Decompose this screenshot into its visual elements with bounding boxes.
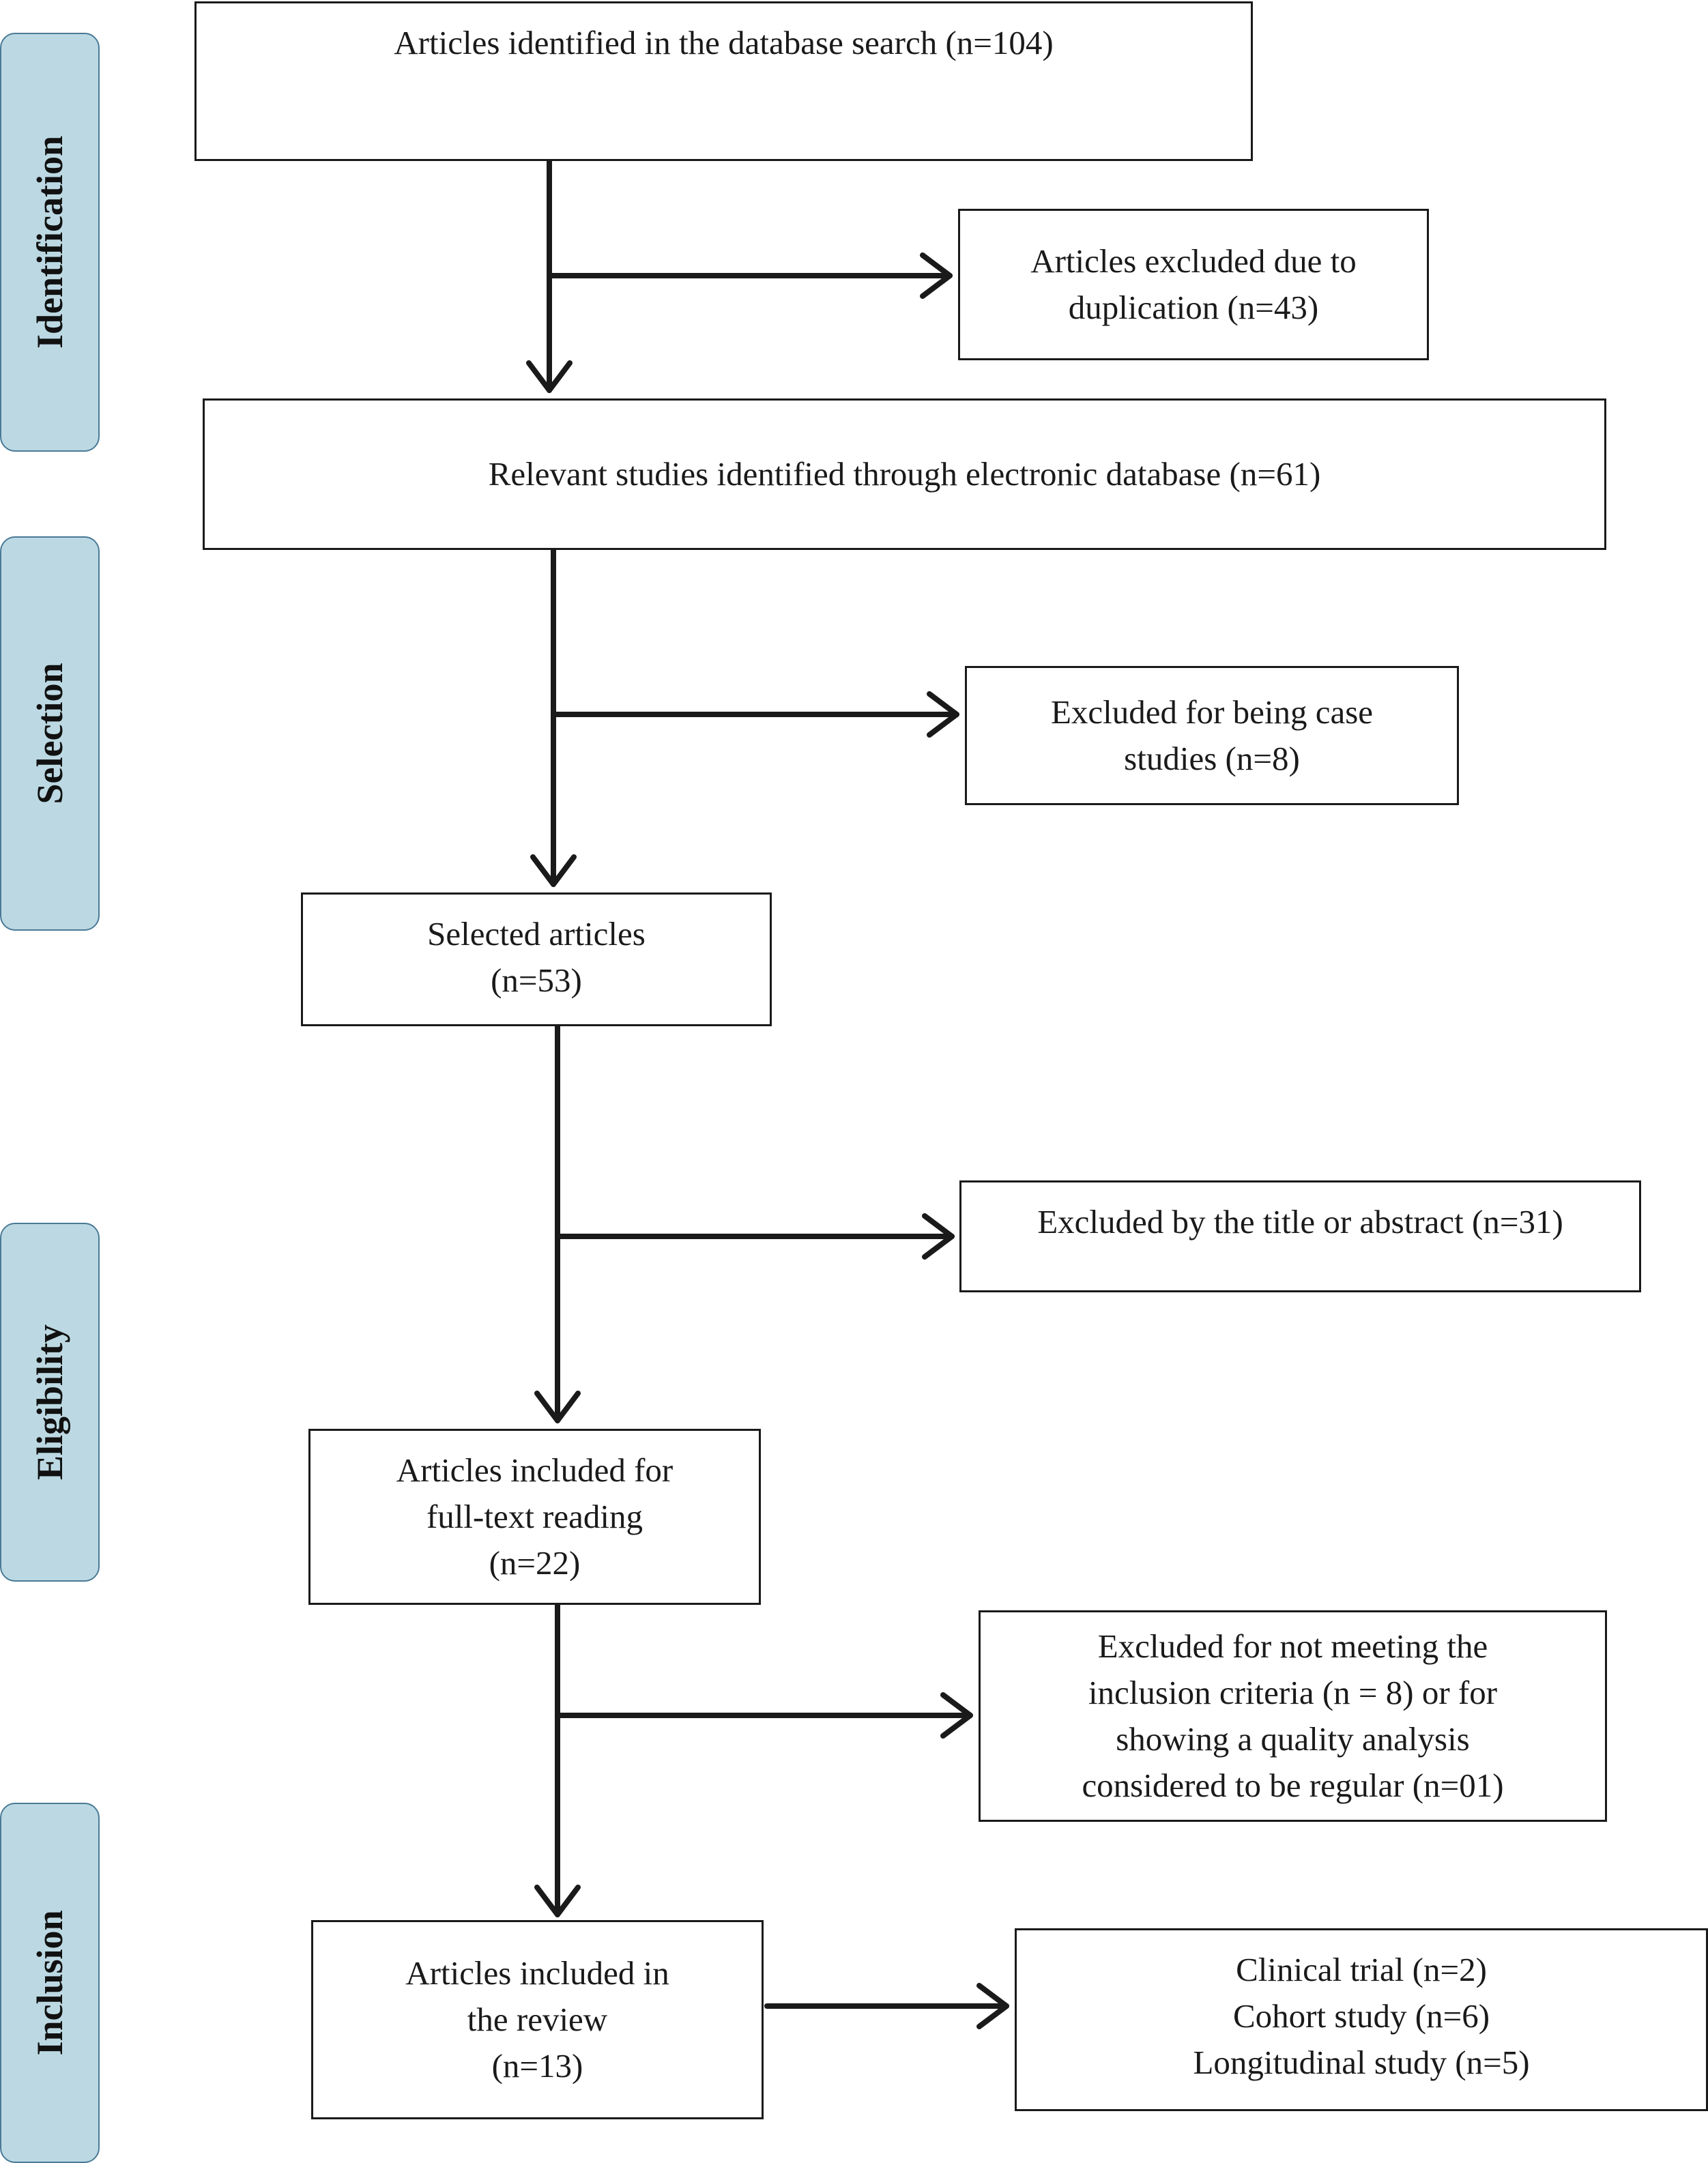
box-excluded-duplication: Articles excluded due to duplication (n=… <box>958 209 1429 360</box>
box-relevant-studies-text: Relevant studies identified through elec… <box>488 455 1321 493</box>
box-study-types: Clinical trial (n=2) Cohort study (n=6) … <box>1015 1928 1708 2111</box>
box-excluded-case-studies-text: Excluded for being case studies (n=8) <box>1050 693 1374 777</box>
box-excluded-criteria: Excluded for not meeting the inclusion c… <box>979 1610 1607 1822</box>
arrowhead-to-relevant <box>526 360 573 393</box>
arrowhead-to-included <box>534 1885 581 1917</box>
box-included-review: Articles included in the review (n=13) <box>311 1920 764 2119</box>
arrowhead-to-excluded-duplication <box>920 252 953 299</box>
box-relevant-studies: Relevant studies identified through elec… <box>203 398 1606 550</box>
box-study-types-text: Clinical trial (n=2) Cohort study (n=6) … <box>1193 1951 1530 2081</box>
phase-inclusion: Inclusion <box>0 1803 100 2163</box>
box-selected-articles: Selected articles (n=53) <box>301 892 772 1026</box>
box-included-review-text: Articles included in the review (n=13) <box>405 1954 669 2085</box>
arrowhead-to-excluded-title-abstract <box>922 1213 955 1260</box>
arrowhead-to-excluded-case-studies <box>927 691 959 738</box>
arrowhead-to-selected <box>530 854 577 887</box>
phase-identification: Identification <box>0 33 100 452</box>
box-articles-identified: Articles identified in the database sear… <box>194 1 1253 161</box>
box-excluded-title-abstract-text: Excluded by the title or abstract (n=31) <box>1037 1203 1563 1240</box>
box-full-text-reading-text: Articles included for full-text reading … <box>396 1451 674 1582</box>
box-full-text-reading: Articles included for full-text reading … <box>308 1429 761 1605</box>
box-excluded-case-studies: Excluded for being case studies (n=8) <box>965 666 1459 805</box>
box-excluded-duplication-text: Articles excluded due to duplication (n=… <box>1030 242 1357 326</box>
box-selected-articles-text: Selected articles (n=53) <box>427 915 646 999</box>
arrowhead-to-study-types <box>976 1983 1009 2029</box>
phase-eligibility: Eligibility <box>0 1223 100 1582</box>
box-excluded-title-abstract: Excluded by the title or abstract (n=31) <box>959 1180 1641 1292</box>
box-excluded-criteria-text: Excluded for not meeting the inclusion c… <box>1082 1627 1504 1804</box>
arrowhead-to-excluded-criteria <box>940 1692 973 1739</box>
box-articles-identified-text: Articles identified in the database sear… <box>394 24 1054 61</box>
phase-selection: Selection <box>0 536 100 931</box>
arrowhead-to-full-text <box>534 1391 581 1423</box>
